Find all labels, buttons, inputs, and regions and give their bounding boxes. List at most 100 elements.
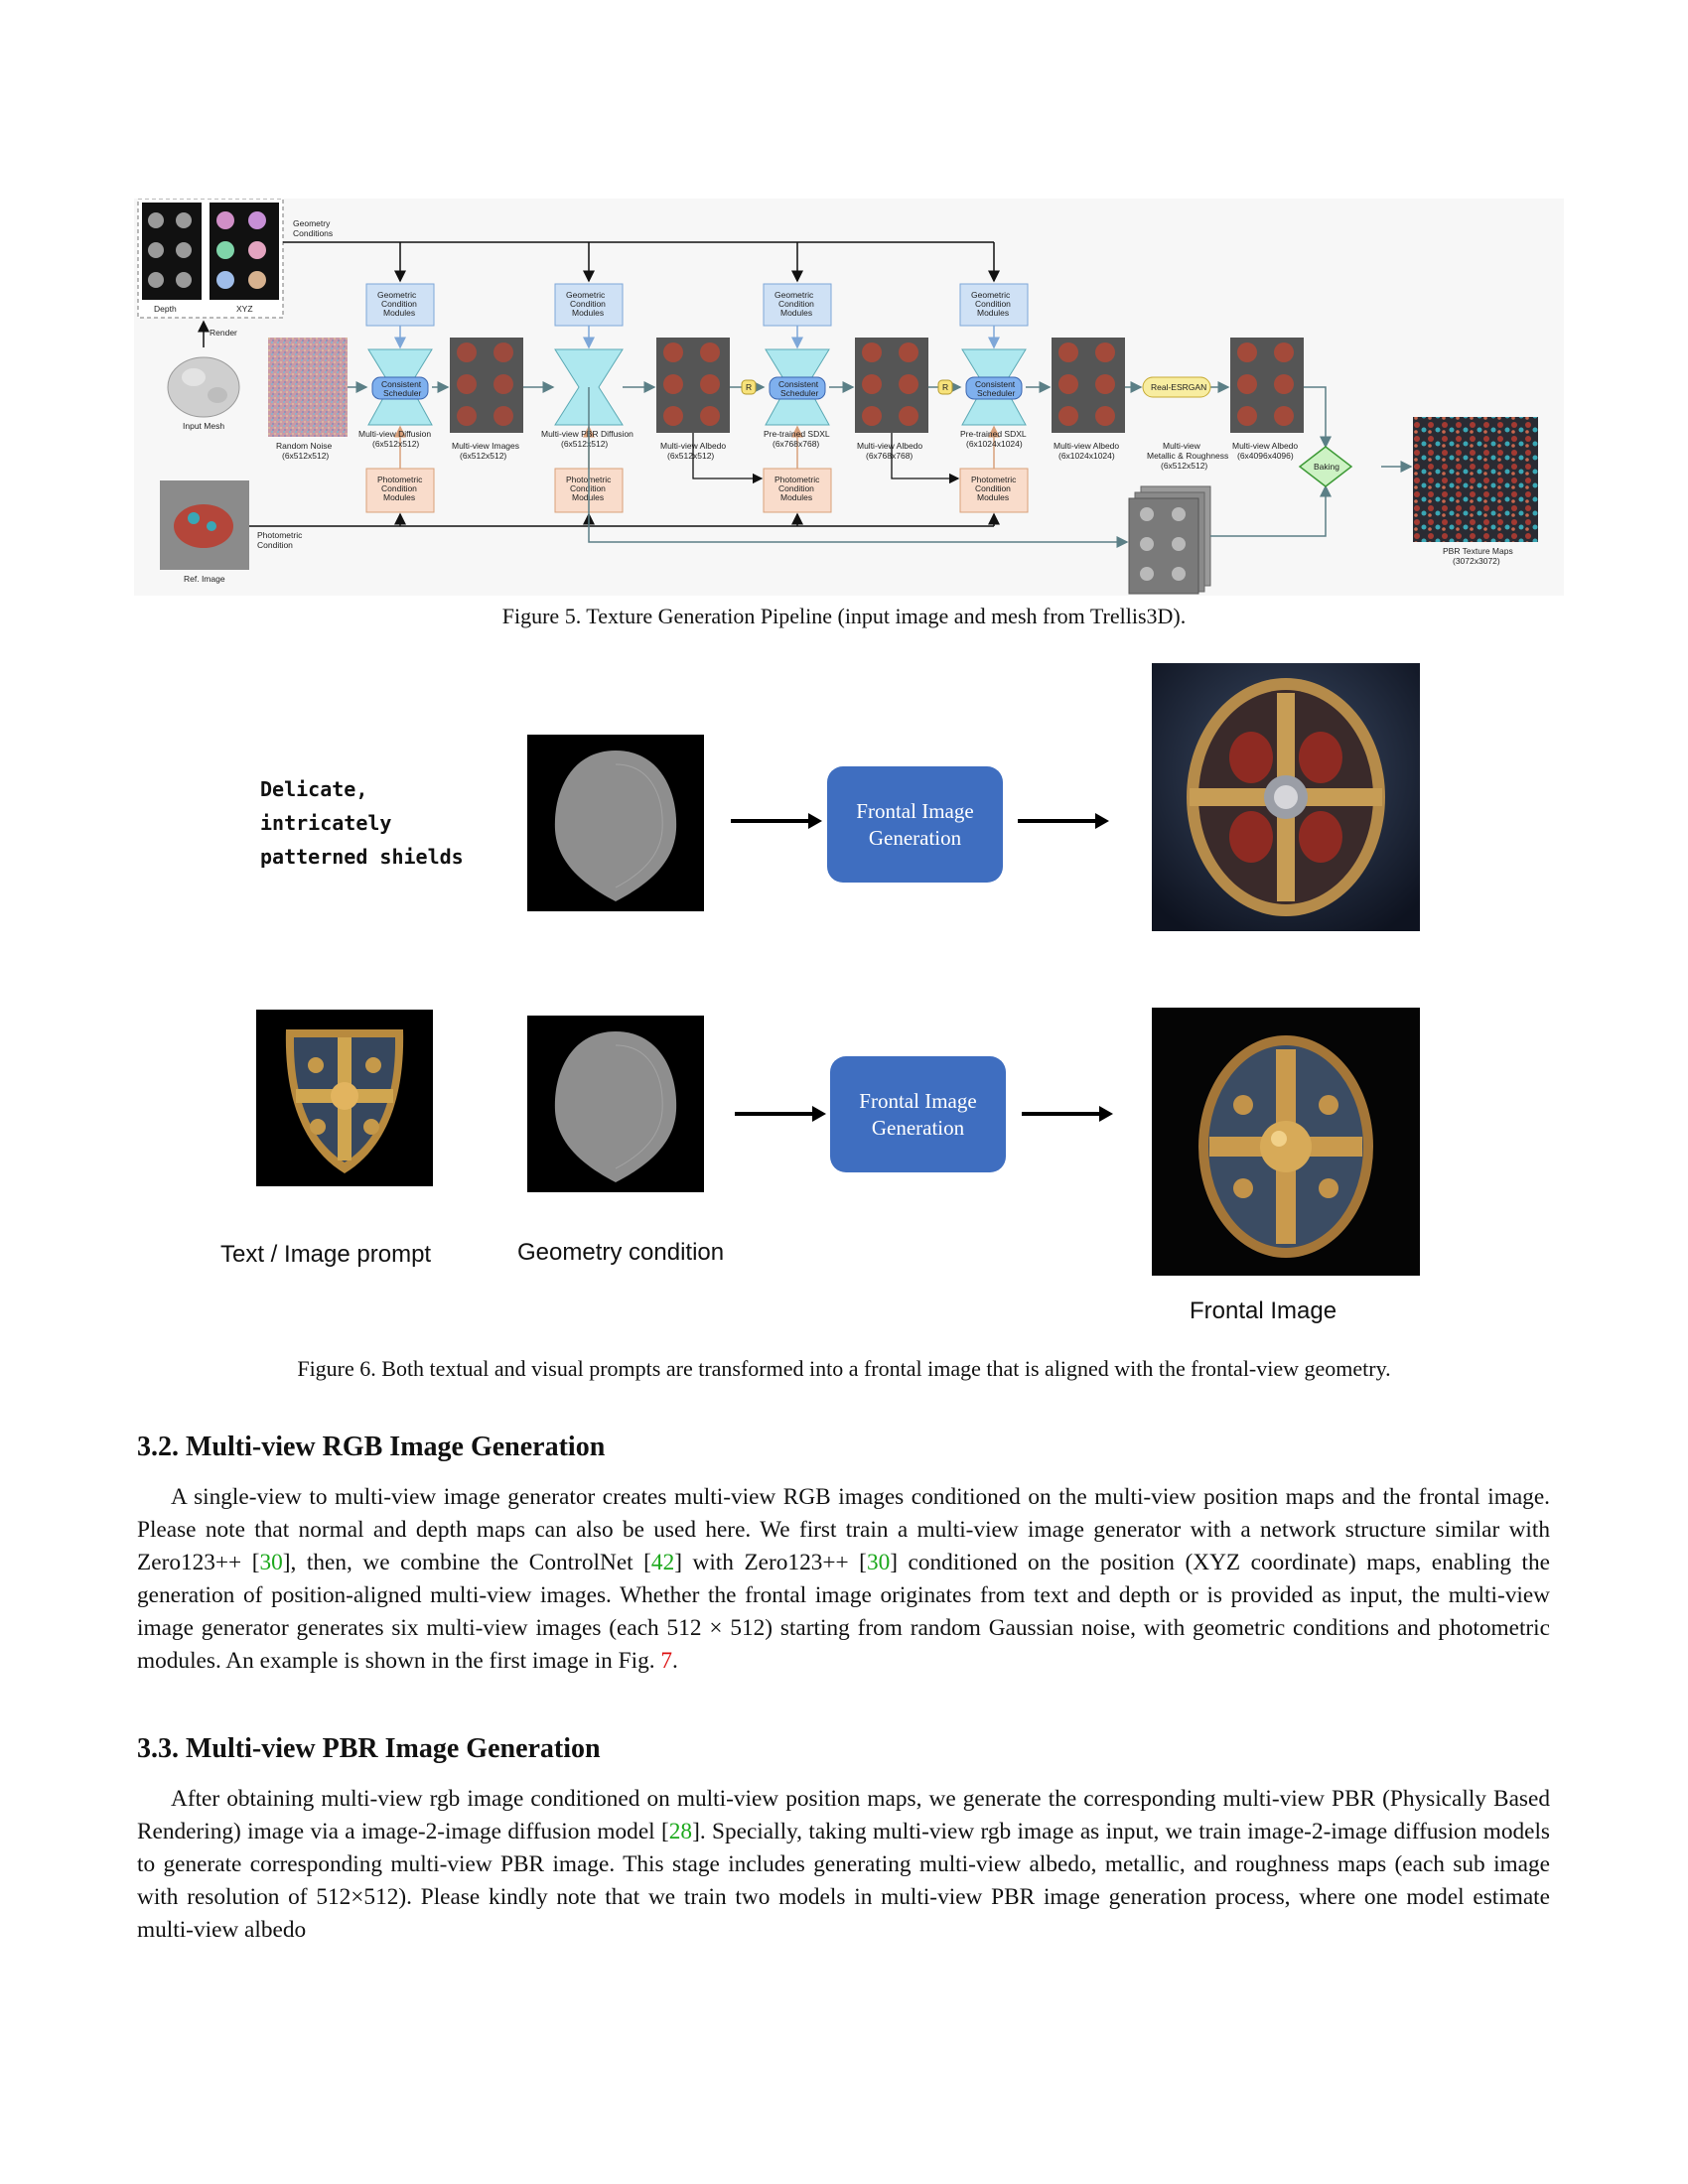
text-prompt-line-1: Delicate, xyxy=(260,777,368,801)
figure-7-link[interactable]: 7 xyxy=(660,1648,673,1674)
label-mv-albedo-1024-size: (6x1024x1024) xyxy=(1058,451,1115,461)
label-pbr-maps: PBR Texture Maps xyxy=(1443,546,1513,556)
geometric-condition-module-1: Geometric Condition Modules xyxy=(365,283,435,327)
real-esrgan-block: Real-ESRGAN xyxy=(1142,376,1211,398)
label-frontal-image: Frontal Image xyxy=(1190,1297,1337,1324)
label-geometry-conditions-1: Geometry xyxy=(293,218,331,228)
svg-text:Condition: Condition xyxy=(778,483,814,493)
label-sdxl-768-size: (6x768x768) xyxy=(773,439,819,449)
svg-text:Modules: Modules xyxy=(977,308,1009,318)
label-mv-albedo-1024: Multi-view Albedo xyxy=(1054,441,1119,451)
svg-text:Scheduler: Scheduler xyxy=(383,388,421,398)
citation-30-b[interactable]: 30 xyxy=(866,1550,891,1575)
sdxl-1024-model: Consistent Scheduler xyxy=(961,348,1027,426)
multiview-albedo-512-thumb xyxy=(656,338,730,433)
section-3-3-paragraph: After obtaining multi-view rgb image con… xyxy=(137,1786,1550,1943)
label-mv-pbr-diffusion: Multi-view PBR Diffusion xyxy=(541,429,633,439)
svg-text:Condition: Condition xyxy=(570,483,606,493)
resize-badge-1: R xyxy=(741,379,757,395)
geometric-condition-module-2: Geometric Condition Modules xyxy=(554,283,624,327)
label-mv-metal-rough-1: Multi-view xyxy=(1163,441,1201,451)
citation-28[interactable]: 28 xyxy=(668,1819,693,1844)
text-prompt-line-3: patterned shields xyxy=(260,845,464,869)
label-photometric-condition-2: Condition xyxy=(257,540,293,550)
image-prompt-shield xyxy=(256,1010,433,1186)
label-depth: Depth xyxy=(154,304,177,314)
svg-text:Photometric: Photometric xyxy=(377,475,423,484)
svg-text:Geometric: Geometric xyxy=(774,290,814,300)
input-mesh-graphic xyxy=(167,356,240,418)
label-mv-albedo-768: Multi-view Albedo xyxy=(857,441,922,451)
svg-text:Geometric: Geometric xyxy=(566,290,606,300)
svg-text:Photometric: Photometric xyxy=(774,475,820,484)
svg-text:Consistent: Consistent xyxy=(778,379,819,389)
multiview-diffusion-model: Consistent Scheduler xyxy=(367,348,433,426)
label-random-noise-2: (6x512x512) xyxy=(282,451,329,461)
label-mv-albedo-4096-size: (6x4096x4096) xyxy=(1237,451,1294,461)
arrow-1b xyxy=(1018,813,1109,829)
svg-text:Consistent: Consistent xyxy=(975,379,1016,389)
svg-text:Baking: Baking xyxy=(1314,462,1339,472)
photometric-condition-module-4: Photometric Condition Modules xyxy=(959,468,1029,513)
svg-text:R: R xyxy=(746,382,752,392)
label-random-noise-1: Random Noise xyxy=(276,441,332,451)
label-mv-albedo-4096: Multi-view Albedo xyxy=(1232,441,1298,451)
geometric-condition-module-4: Geometric Condition Modules xyxy=(959,283,1029,327)
label-pbr-maps-size: (3072x3072) xyxy=(1453,556,1500,566)
label-sdxl-1024: Pre-trained SDXL xyxy=(960,429,1027,439)
svg-text:Condition: Condition xyxy=(975,483,1011,493)
metallic-roughness-stack xyxy=(1128,485,1211,595)
svg-text:Scheduler: Scheduler xyxy=(780,388,818,398)
label-geometry-conditions-2: Conditions xyxy=(293,228,333,238)
svg-text:Modules: Modules xyxy=(383,308,415,318)
arrow-2b xyxy=(1022,1106,1113,1122)
label-sdxl-1024-size: (6x1024x1024) xyxy=(966,439,1023,449)
multiview-images-thumb xyxy=(450,338,523,433)
label-geometry-condition: Geometry condition xyxy=(517,1239,725,1266)
label-mv-images: Multi-view Images xyxy=(452,441,519,451)
section-3-2-paragraph: A single-view to multi-view image genera… xyxy=(137,1484,1550,1674)
frontal-image-2 xyxy=(1152,1008,1420,1276)
frontal-image-1 xyxy=(1152,663,1420,931)
figure6-caption: Figure 6. Both textual and visual prompt… xyxy=(297,1356,1391,1381)
svg-text:Consistent: Consistent xyxy=(381,379,422,389)
label-sdxl-768: Pre-trained SDXL xyxy=(764,429,830,439)
svg-text:Modules: Modules xyxy=(383,492,415,502)
baking-node: Baking xyxy=(1298,446,1353,487)
label-text-image-prompt: Text / Image prompt xyxy=(220,1241,432,1268)
resize-badge-2: R xyxy=(937,379,953,395)
section-3-3-heading: 3.3. Multi-view PBR Image Generation xyxy=(137,1733,601,1764)
label-mv-images-size: (6x512x512) xyxy=(460,451,506,461)
label-mv-albedo-512-size: (6x512x512) xyxy=(667,451,714,461)
figure5-caption: Figure 5. Texture Generation Pipeline (i… xyxy=(501,604,1187,628)
arrow-1a xyxy=(731,813,822,829)
citation-42[interactable]: 42 xyxy=(650,1550,675,1575)
svg-text:Condition: Condition xyxy=(975,299,1011,309)
text-prompt-line-2: intricately xyxy=(260,811,392,835)
citation-30[interactable]: 30 xyxy=(259,1550,283,1575)
svg-text:Real-ESRGAN: Real-ESRGAN xyxy=(1151,382,1206,392)
geometric-condition-module-3: Geometric Condition Modules xyxy=(763,283,832,327)
svg-text:Condition: Condition xyxy=(570,299,606,309)
geometry-condition-image-2 xyxy=(527,1016,704,1192)
multiview-albedo-768-thumb xyxy=(855,338,928,433)
label-mv-metal-rough-2: Metallic & Roughness xyxy=(1147,451,1228,461)
label-mv-diffusion: Multi-view Diffusion xyxy=(358,429,431,439)
arrow-2a xyxy=(735,1106,826,1122)
label-mv-albedo-768-size: (6x768x768) xyxy=(866,451,913,461)
multiview-albedo-1024-thumb xyxy=(1052,338,1125,433)
label-xyz: XYZ xyxy=(236,304,253,314)
photometric-condition-module-1: Photometric Condition Modules xyxy=(365,468,435,513)
svg-text:Geometric: Geometric xyxy=(377,290,417,300)
multiview-albedo-4096-thumb xyxy=(1230,338,1304,433)
svg-text:Scheduler: Scheduler xyxy=(977,388,1015,398)
label-mv-pbr-diffusion-size: (6x512x512) xyxy=(561,439,608,449)
svg-text:R: R xyxy=(942,382,948,392)
random-noise-image xyxy=(268,338,348,437)
label-photometric-condition-1: Photometric xyxy=(257,530,303,540)
label-mv-metal-rough-3: (6x512x512) xyxy=(1161,461,1207,471)
svg-text:Modules: Modules xyxy=(977,492,1009,502)
section-3-2-heading: 3.2. Multi-view RGB Image Generation xyxy=(137,1432,606,1462)
